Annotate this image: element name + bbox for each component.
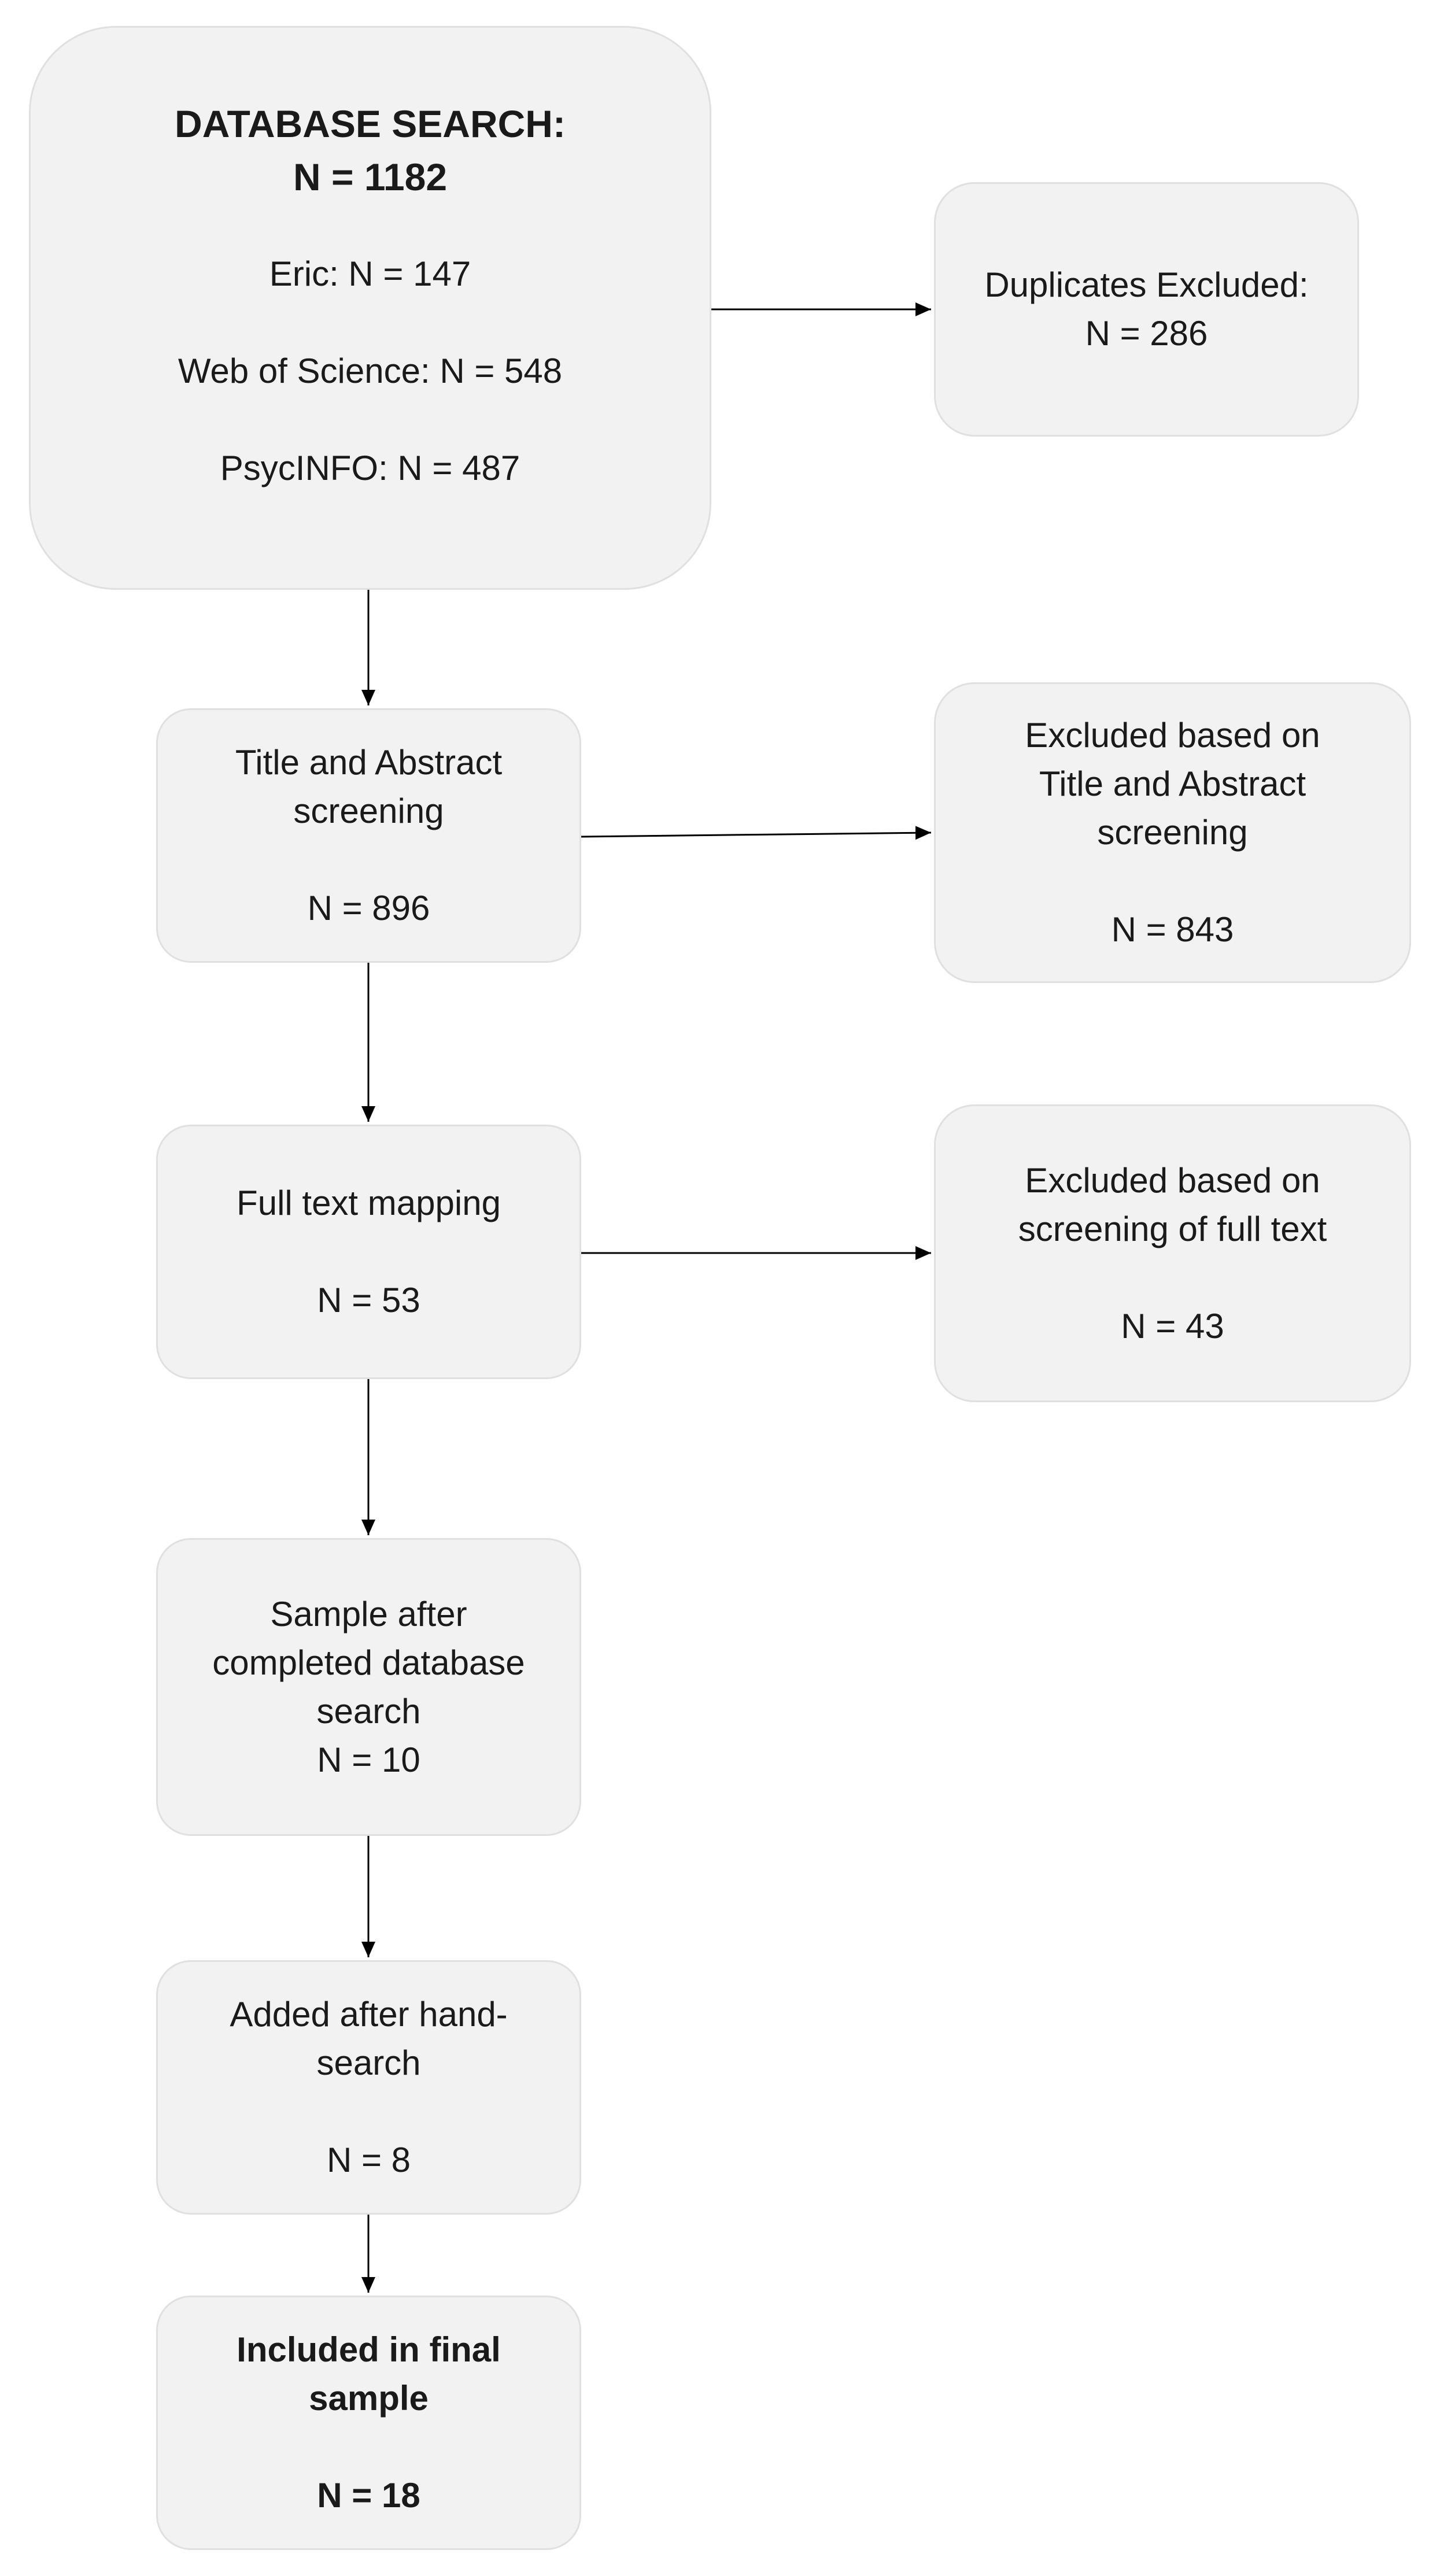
title-abstract-line1: Title and Abstract: [235, 743, 503, 782]
final-sample-box: Included in final sample N = 18: [156, 2296, 581, 2550]
duplicates-count: N = 286: [1085, 314, 1208, 353]
excluded-ta-line2: Title and Abstract: [1039, 764, 1306, 803]
title-abstract-screening-box: Title and Abstract screening N = 896: [156, 708, 581, 963]
hand-search-count: N = 8: [326, 2141, 411, 2179]
final-sample-line1: Included in final: [237, 2330, 501, 2369]
title-abstract-count: N = 896: [307, 889, 430, 927]
full-text-count: N = 53: [317, 1281, 420, 1320]
sample-count: N = 10: [317, 1740, 420, 1779]
final-sample-line2: sample: [309, 2379, 429, 2418]
excluded-title-abstract-box: Excluded based on Title and Abstract scr…: [934, 682, 1411, 983]
full-text-mapping-box: Full text mapping N = 53: [156, 1125, 581, 1379]
full-text-label: Full text mapping: [237, 1184, 501, 1222]
sample-line2: completed database: [212, 1643, 525, 1682]
database-search-total: N = 1182: [293, 156, 448, 198]
sample-after-database-box: Sample after completed database search N…: [156, 1538, 581, 1836]
excluded-ft-line2: screening of full text: [1018, 1209, 1327, 1248]
excluded-ta-line1: Excluded based on: [1025, 716, 1320, 755]
hand-search-line1: Added after hand-: [230, 1995, 508, 2034]
duplicates-excluded-box: Duplicates Excluded: N = 286: [934, 182, 1359, 437]
excluded-ta-count: N = 843: [1111, 910, 1234, 949]
excluded-ft-line1: Excluded based on: [1025, 1161, 1320, 1200]
sample-line1: Sample after: [270, 1594, 467, 1633]
sample-line3: search: [316, 1691, 421, 1731]
excluded-full-text-box: Excluded based on screening of full text…: [934, 1104, 1411, 1402]
duplicates-label: Duplicates Excluded:: [984, 265, 1309, 304]
source-psycinfo: PsycINFO: N = 487: [220, 449, 520, 487]
hand-search-box: Added after hand- search N = 8: [156, 1960, 581, 2215]
database-search-box: DATABASE SEARCH: N = 1182 Eric: N = 147 …: [29, 26, 711, 590]
final-sample-count: N = 18: [317, 2476, 420, 2515]
excluded-ta-line3: screening: [1097, 813, 1248, 852]
database-search-title: DATABASE SEARCH:: [175, 102, 566, 145]
source-web-of-science: Web of Science: N = 548: [178, 352, 563, 390]
source-eric: Eric: N = 147: [269, 254, 471, 293]
hand-search-line2: search: [316, 2043, 421, 2082]
excluded-ft-count: N = 43: [1121, 1306, 1224, 1346]
arrow-to-excluded-title-abstract: [581, 826, 932, 840]
title-abstract-line2: screening: [293, 792, 444, 830]
